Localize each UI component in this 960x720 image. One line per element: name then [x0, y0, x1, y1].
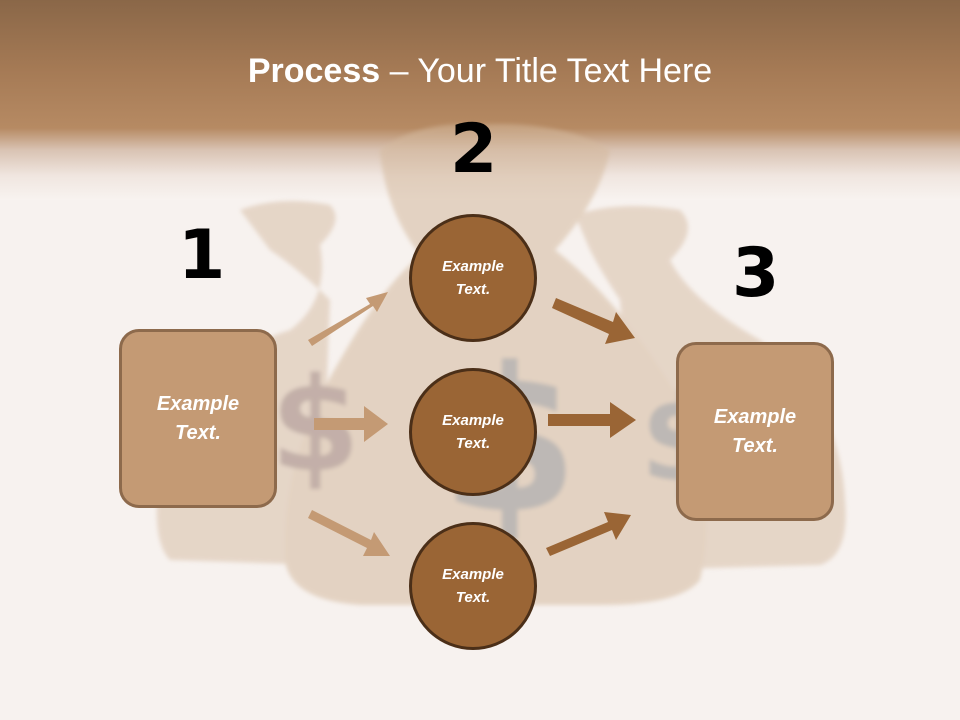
- circle-top-label: Example Text.: [442, 258, 504, 298]
- arrow-left-down-icon: [308, 510, 390, 556]
- step-box-3: Example Text.: [676, 342, 834, 521]
- arrow-left-up-icon: [308, 292, 388, 346]
- step-number-1: 1: [178, 216, 226, 295]
- circle-top: Example Text.: [409, 214, 537, 342]
- circle-bottom: Example Text.: [409, 522, 537, 650]
- title-rest: – Your Title Text Here: [380, 52, 713, 90]
- arrow-right-down-icon: [546, 512, 631, 556]
- step-box-1-label: Example Text.: [156, 392, 240, 444]
- circle-middle-label: Example Text.: [442, 412, 504, 452]
- step-number-3: 3: [732, 234, 780, 313]
- arrow-right-mid-icon: [548, 402, 636, 438]
- slide-title: Process – Your Title Text Here: [0, 52, 960, 91]
- circle-bottom-label: Example Text.: [442, 566, 504, 606]
- circle-middle: Example Text.: [409, 368, 537, 496]
- title-bold: Process: [247, 52, 381, 90]
- arrow-left-mid-icon: [314, 406, 388, 442]
- step-number-2: 2: [450, 110, 498, 189]
- step-box-3-label: Example Text.: [713, 405, 797, 457]
- arrow-right-up-icon: [552, 298, 635, 344]
- step-box-1: Example Text.: [119, 329, 277, 508]
